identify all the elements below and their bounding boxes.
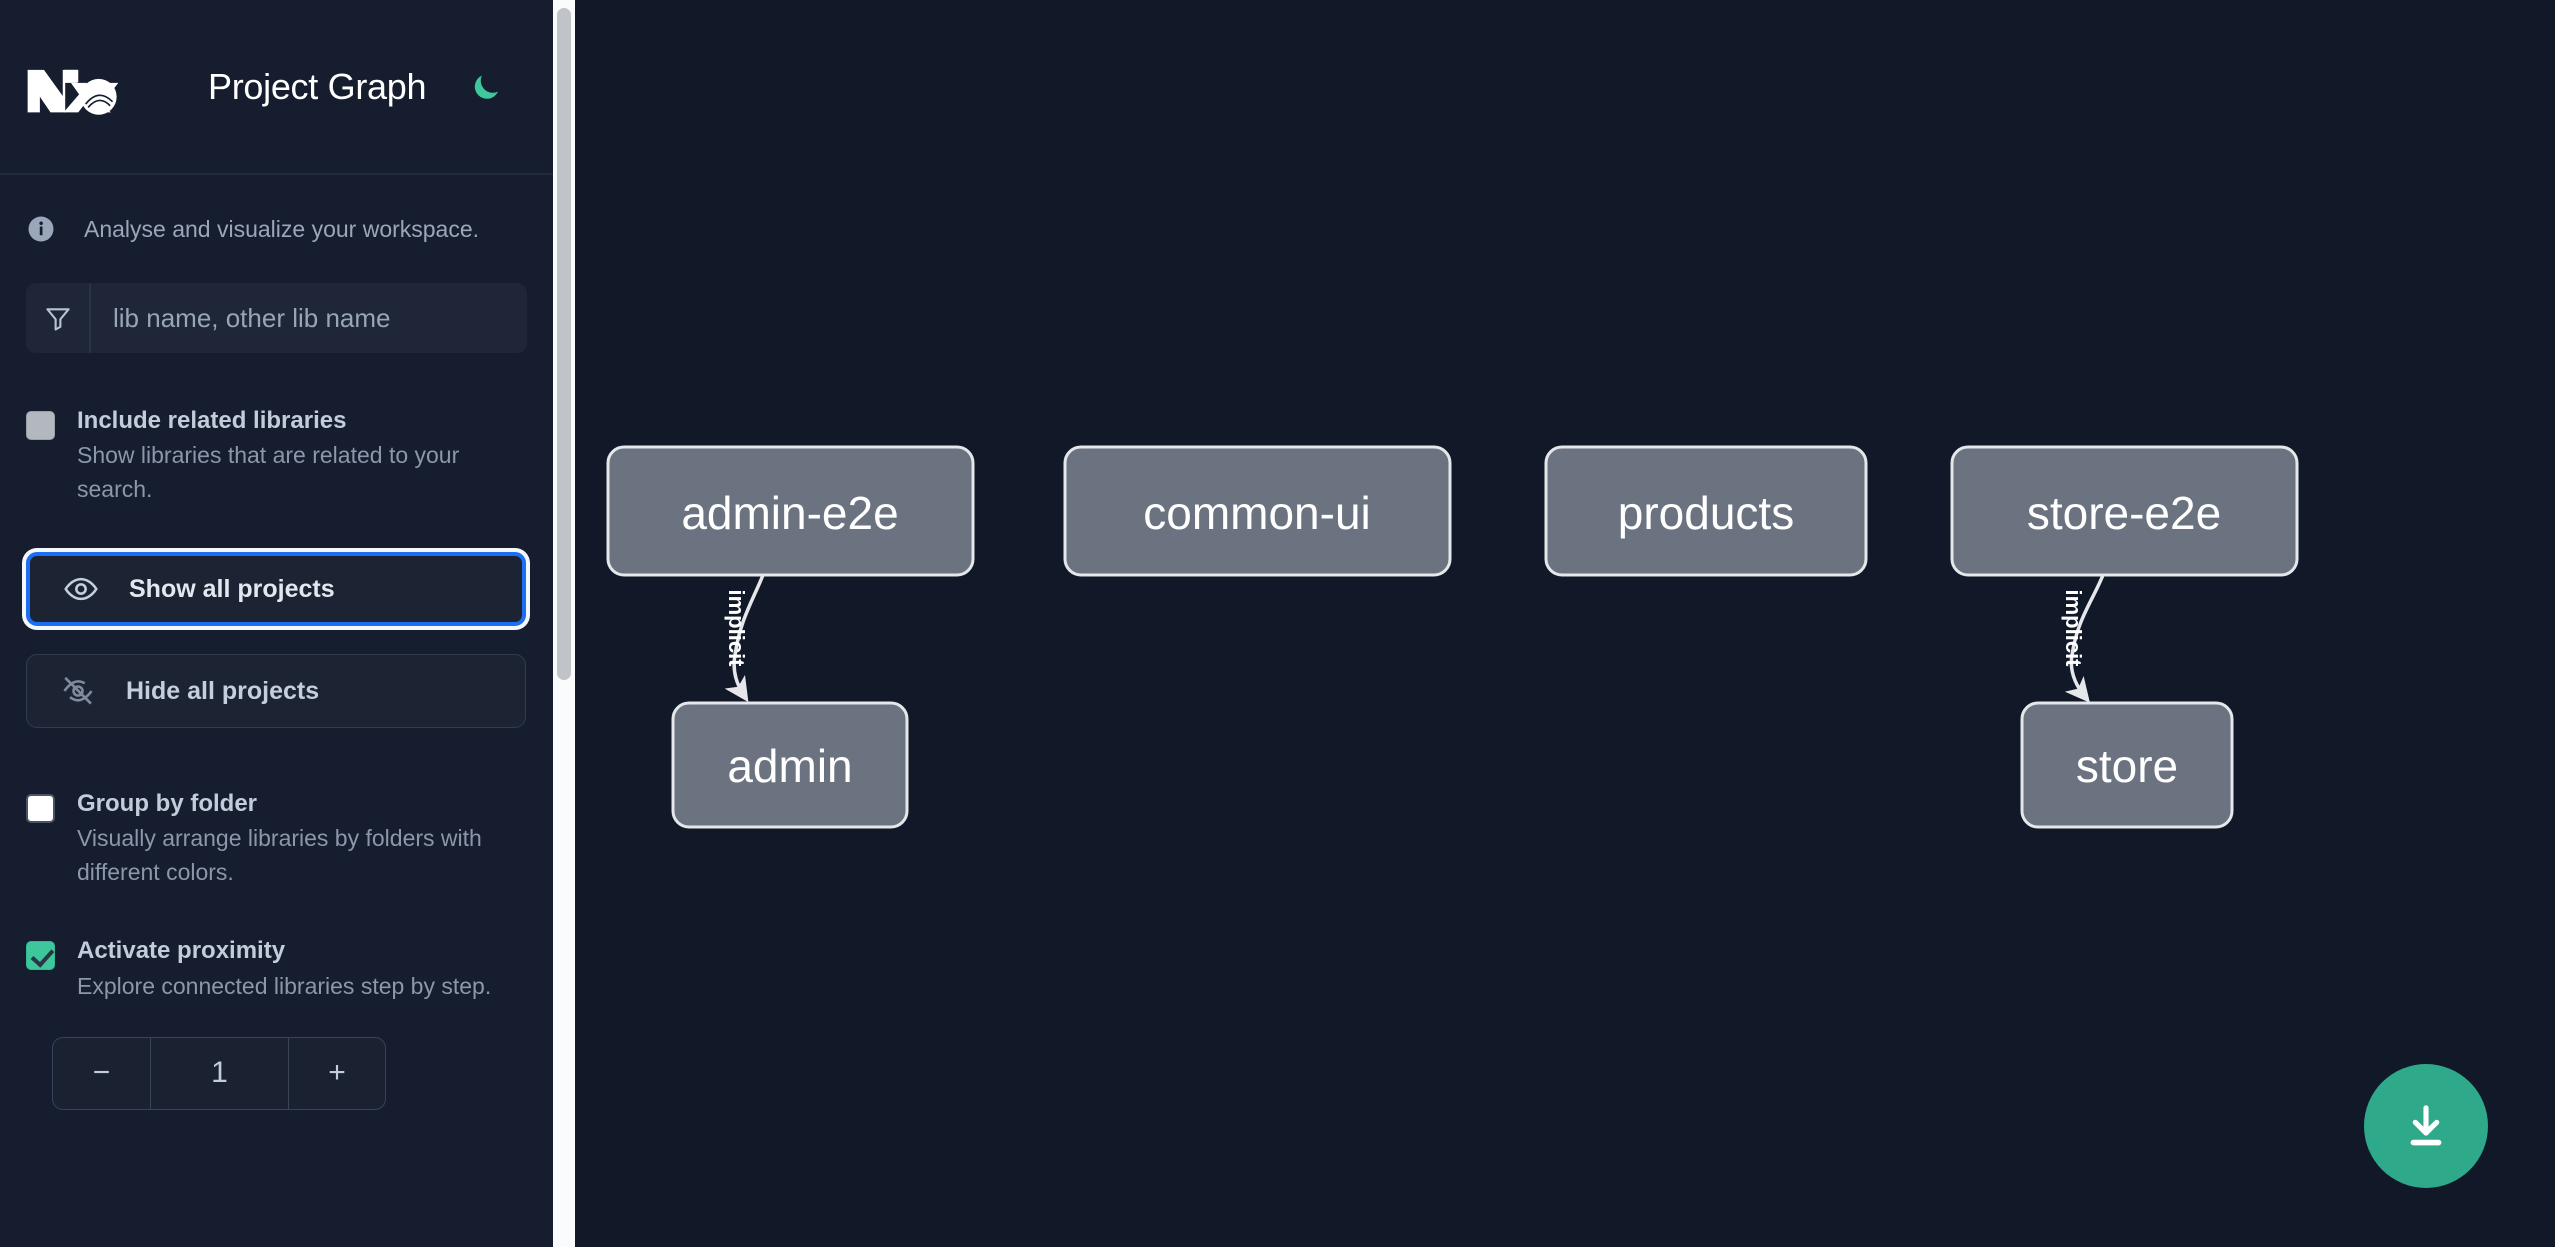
graph-node-admin[interactable]: admin: [671, 701, 909, 829]
nx-logo-icon: [27, 69, 119, 115]
edge-admin-e2e-to-admin[interactable]: [724, 574, 765, 703]
option-group-by-folder[interactable]: Group by folder Visually arrange librari…: [26, 788, 527, 889]
stepper-increment-button[interactable]: +: [328, 1056, 346, 1090]
checkbox-include-related-libraries[interactable]: [26, 411, 55, 440]
funnel-filter-icon: [26, 283, 91, 353]
option-label: Activate proximity: [77, 937, 286, 965]
node-label: admin: [727, 740, 852, 792]
eye-off-glyph: [63, 676, 93, 705]
search-input[interactable]: [91, 283, 527, 353]
option-description: Visually arrange libraries by folders wi…: [77, 825, 482, 885]
option-description: Explore connected libraries step by step…: [77, 972, 492, 999]
graph-canvas[interactable]: implicit implicit admin-e2e admin common…: [553, 0, 2555, 1247]
graph-edges: implicit implicit: [724, 574, 2105, 703]
funnel-glyph: [45, 308, 70, 331]
moon-icon[interactable]: [466, 67, 506, 107]
option-include-related-libraries[interactable]: Include related libraries Show libraries…: [26, 405, 527, 506]
sidebar-header: Project Graph: [0, 0, 553, 175]
filter-input-wrapper[interactable]: [26, 283, 527, 353]
download-icon: [2410, 1105, 2442, 1146]
info-text: Analyse and visualize your workspace.: [84, 215, 480, 242]
info-banner: Analyse and visualize your workspace.: [0, 175, 553, 283]
node-label: common-ui: [1143, 487, 1371, 539]
spacer: [26, 756, 527, 788]
spacer: [26, 903, 527, 935]
option-label: Group by folder: [77, 790, 257, 818]
show-all-projects-label: Show all projects: [129, 574, 335, 603]
eye-icon: [62, 570, 100, 608]
edge-label-implicit-admin: implicit: [724, 589, 749, 667]
page-title: Project Graph: [208, 65, 427, 107]
node-label: store: [2076, 740, 2178, 792]
stepper-value: 1: [151, 1037, 289, 1109]
node-label: store-e2e: [2027, 487, 2221, 539]
graph-node-admin-e2e[interactable]: admin-e2e: [606, 445, 975, 577]
option-description: Show libraries that are related to your …: [77, 442, 460, 502]
hide-all-projects-button[interactable]: Hide all projects: [26, 654, 526, 729]
edge-store-e2e-to-store[interactable]: [2064, 574, 2105, 703]
project-graph-svg: implicit implicit admin-e2e admin common…: [606, 445, 2299, 829]
eye-glyph: [64, 577, 98, 601]
sidebar-divider: [575, 0, 578, 1247]
graph-node-common-ui[interactable]: common-ui: [1063, 445, 1452, 577]
sidebar-scrollbar-thumb[interactable]: [557, 8, 571, 680]
moon-glyph: [474, 75, 499, 99]
graph-node-store[interactable]: store: [2020, 701, 2234, 829]
download-graph-button[interactable]: [2364, 1064, 2488, 1188]
checkbox-group-by-folder[interactable]: [26, 794, 55, 824]
sidebar-body: Include related libraries Show libraries…: [0, 283, 553, 1110]
node-label: products: [1618, 487, 1794, 539]
hide-all-projects-label: Hide all projects: [126, 676, 320, 705]
option-activate-proximity[interactable]: Activate proximity Explore connected lib…: [26, 935, 527, 1003]
checkbox-activate-proximity[interactable]: [26, 941, 55, 971]
node-label: admin-e2e: [681, 487, 898, 539]
spacer: [26, 520, 527, 552]
graph-node-products[interactable]: products: [1544, 445, 1868, 577]
graph-node-store-e2e[interactable]: store-e2e: [1950, 445, 2299, 577]
edge-label-implicit-store: implicit: [2061, 589, 2086, 667]
option-label: Include related libraries: [77, 407, 347, 434]
info-circle-icon: [28, 216, 54, 242]
stepper-decrement-button[interactable]: −: [53, 1037, 151, 1109]
proximity-stepper[interactable]: − 1 +: [52, 1036, 386, 1110]
show-all-projects-button[interactable]: Show all projects: [26, 552, 526, 627]
eye-off-icon: [59, 672, 97, 710]
sidebar: Project Graph Analyse and visualize your…: [0, 0, 553, 1247]
sidebar-scrollbar-track[interactable]: [553, 0, 575, 1247]
